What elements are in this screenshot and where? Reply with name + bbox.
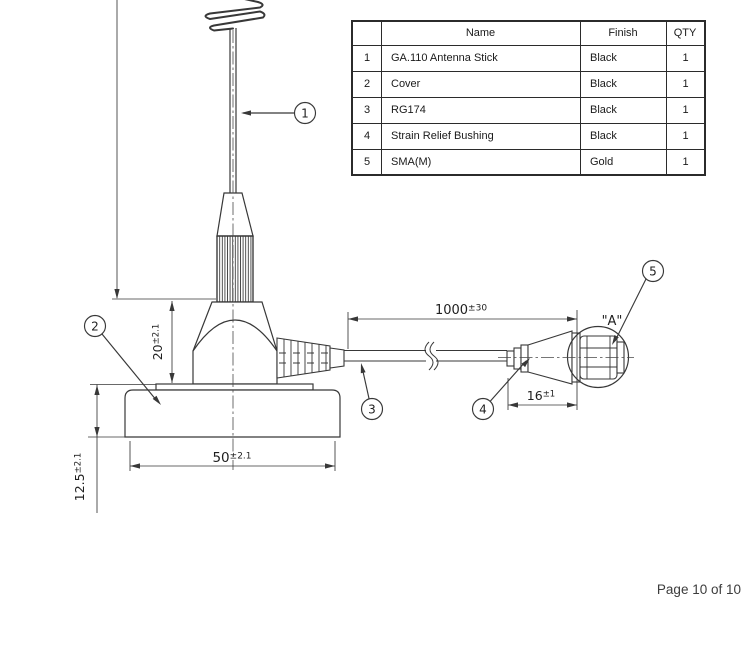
page-number: Page 10 of 10 [656,582,741,597]
cell-finish: Black [580,122,667,150]
magnet-base [124,389,341,438]
cell-no: 2 [351,70,382,98]
cell-qty: 1 [666,122,706,150]
base-plate [155,383,314,391]
dim-16-label: 16±1 [527,388,555,403]
callout-1-number: 1 [301,107,309,121]
cell-no: 5 [351,148,382,176]
cell-finish: Gold [580,148,667,176]
header-qty: QTY [666,20,706,46]
header-name: Name [381,20,581,46]
dim-1000-label: 1000±30 [435,303,487,318]
cable-break-symbol [424,341,439,371]
cell-name: GA.110 Antenna Stick [381,44,581,72]
cover-strain-relief-tip [329,347,345,369]
antenna-ribbed-sleeve [216,235,254,303]
detail-a-label: "A" [602,314,623,329]
antenna-stick-drawing [204,0,266,303]
cell-no: 1 [351,44,382,72]
centerlines [232,30,634,470]
cell-qty: 1 [666,70,706,98]
connector-ring-1 [506,350,515,367]
cover-strain-relief [276,337,331,379]
dim-20-label: 20±2.1 [150,324,165,361]
cover-outline [192,301,278,385]
antenna-cone [216,192,254,237]
connector-ring-3 [520,344,529,373]
cell-name: Cover [381,70,581,98]
cell-qty: 1 [666,44,706,72]
table-row: 2 Cover Black 1 [351,70,706,98]
header-no [351,20,382,46]
cell-finish: Black [580,44,667,72]
connector-ring-2 [513,347,522,370]
detail-circle-A [566,325,630,389]
parts-table-header: Name Finish QTY [351,20,706,46]
callouts: 1 2 3 4 5 [83,101,665,421]
callout-5: 5 [612,259,665,345]
antenna-coil [204,0,266,32]
dim-50-label: 50±2.1 [212,450,251,466]
cell-finish: Black [580,96,667,124]
callout-5-number: 5 [649,265,657,279]
callout-3: 3 [360,363,384,421]
table-row: 1 GA.110 Antenna Stick Black 1 [351,44,706,72]
cell-qty: 1 [666,148,706,176]
cell-name: RG174 [381,96,581,124]
cover-base-drawing [124,301,341,438]
header-finish: Finish [580,20,667,46]
cable-drawing [276,337,507,379]
connector-drawing [506,325,630,389]
callout-4: 4 [471,358,530,421]
cell-name: Strain Relief Bushing [381,122,581,150]
cell-no: 3 [351,96,382,124]
callout-3-number: 3 [368,403,376,417]
cell-qty: 1 [666,96,706,124]
cover-dome-arch [192,319,278,352]
dimension-labels: 20±2.1 50±2.1 12.5±2.1 1000±30 16±1 "A" [72,303,622,501]
table-row: 5 SMA(M) Gold 1 [351,148,706,176]
callout-2: 2 [83,314,161,405]
cell-name: SMA(M) [381,148,581,176]
dim-12-5-label: 12.5±2.1 [72,453,87,501]
antenna-rod [229,28,237,193]
cell-finish: Black [580,70,667,98]
callout-2-number: 2 [91,320,99,334]
dimensions [88,0,578,513]
parts-table: Name Finish QTY 1 GA.110 Antenna Stick B… [351,20,706,176]
table-row: 3 RG174 Black 1 [351,96,706,124]
callout-4-number: 4 [479,403,487,417]
callout-1: 1 [241,101,317,125]
coax-cable [344,349,507,362]
table-row: 4 Strain Relief Bushing Black 1 [351,122,706,150]
cell-no: 4 [351,122,382,150]
